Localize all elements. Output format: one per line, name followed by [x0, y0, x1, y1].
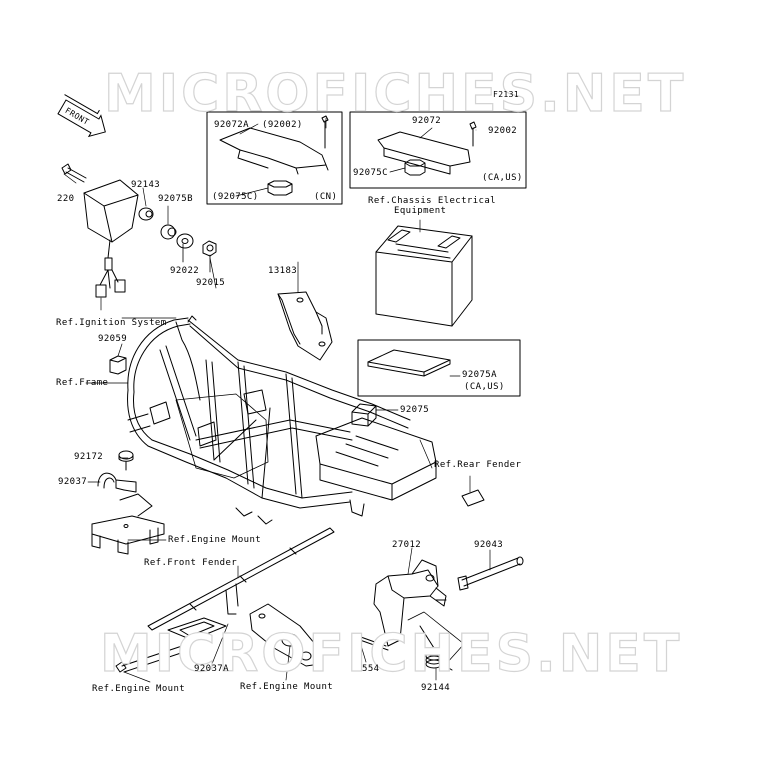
callout-92143[interactable]: 92143	[131, 180, 161, 190]
part-92022-washer[interactable]	[176, 233, 194, 249]
callout-27012[interactable]: 27012	[392, 540, 422, 550]
callout-92172[interactable]: 92172	[74, 452, 104, 462]
part-220-bolt[interactable]	[61, 163, 87, 183]
callout-92043[interactable]: 92043	[474, 540, 504, 550]
callout-92002[interactable]: 92002	[488, 126, 518, 136]
part-92037-clamp[interactable]	[97, 472, 137, 493]
callout-92022[interactable]: 92022	[170, 266, 200, 276]
ref-chassis-equipment: Equipment	[394, 206, 447, 216]
callout-92037A[interactable]: 92037A	[194, 664, 229, 674]
callout-92037[interactable]: 92037	[58, 477, 88, 487]
engine-mount-bracket-left	[91, 493, 165, 555]
callout-554[interactable]: 554	[362, 664, 380, 674]
variant-ca-us-2: (CA,US)	[464, 382, 505, 392]
part-554-pin[interactable]	[354, 634, 389, 651]
part-92075B-grommet[interactable]	[138, 207, 154, 221]
bracket-92072A-box	[206, 111, 343, 205]
leader-lines	[63, 117, 491, 683]
part-92043-shaft[interactable]	[457, 556, 524, 591]
callout-92075C[interactable]: 92075C	[353, 168, 388, 178]
callout-92075A[interactable]: 92075A	[462, 370, 497, 380]
ref-ignition-system: Ref.Ignition System	[56, 318, 167, 328]
ref-engine-mount-3: Ref.Engine Mount	[240, 682, 334, 692]
part-92172-bolt[interactable]	[118, 450, 134, 471]
callout-92075B[interactable]: 92075B	[158, 194, 193, 204]
front-direction-arrow-icon	[57, 94, 106, 138]
callout-92075[interactable]: 92075	[400, 405, 430, 415]
callout-92015[interactable]: 92015	[196, 278, 226, 288]
part-13183-bracket[interactable]	[277, 291, 333, 361]
callout-92075C-cn[interactable]: (92075C)	[212, 192, 259, 202]
battery	[375, 225, 473, 327]
engine-mount-bolt[interactable]	[115, 643, 191, 673]
ref-rear-fender: Ref.Rear Fender	[434, 460, 522, 470]
callout-92059[interactable]: 92059	[98, 334, 128, 344]
front-mount-bar	[147, 527, 335, 631]
part-92144-spring[interactable]	[419, 625, 453, 671]
figure-code: F2131	[493, 90, 520, 99]
main-frame	[127, 315, 437, 525]
ref-front-fender: Ref.Front Fender	[144, 558, 238, 568]
part-92015-nut[interactable]	[202, 240, 217, 257]
ref-engine-mount-2: Ref.Engine Mount	[92, 684, 186, 694]
callout-13183[interactable]: 13183	[268, 266, 298, 276]
rear-fender-ref-piece	[461, 489, 485, 507]
part-92037A-strap[interactable]	[167, 617, 227, 641]
bracket-92072-box	[349, 111, 527, 189]
variant-cn: (CN)	[314, 192, 338, 202]
callout-92144[interactable]: 92144	[421, 683, 451, 693]
callout-92002-cn[interactable]: (92002)	[262, 120, 303, 130]
ref-frame: Ref.Frame	[56, 378, 109, 388]
watermark-bottom: MICROFICHES.NET	[99, 623, 683, 684]
callout-92072[interactable]: 92072	[412, 116, 442, 126]
part-92059-cap[interactable]	[109, 355, 127, 375]
ref-engine-mount-1: Ref.Engine Mount	[168, 535, 262, 545]
engine-mount-plate-right	[249, 603, 321, 667]
part-92075B-collar[interactable]	[160, 224, 177, 240]
callout-220[interactable]: 220	[57, 194, 75, 204]
callout-92072A[interactable]: 92072A	[214, 120, 249, 130]
part-92143-igniter[interactable]	[83, 179, 139, 298]
pad-92075A-box	[357, 339, 521, 397]
variant-ca-us-1: (CA,US)	[482, 173, 523, 183]
watermark-top: MICROFICHES.NET	[103, 63, 687, 124]
ref-chassis-electrical: Ref.Chassis Electrical	[368, 196, 497, 206]
